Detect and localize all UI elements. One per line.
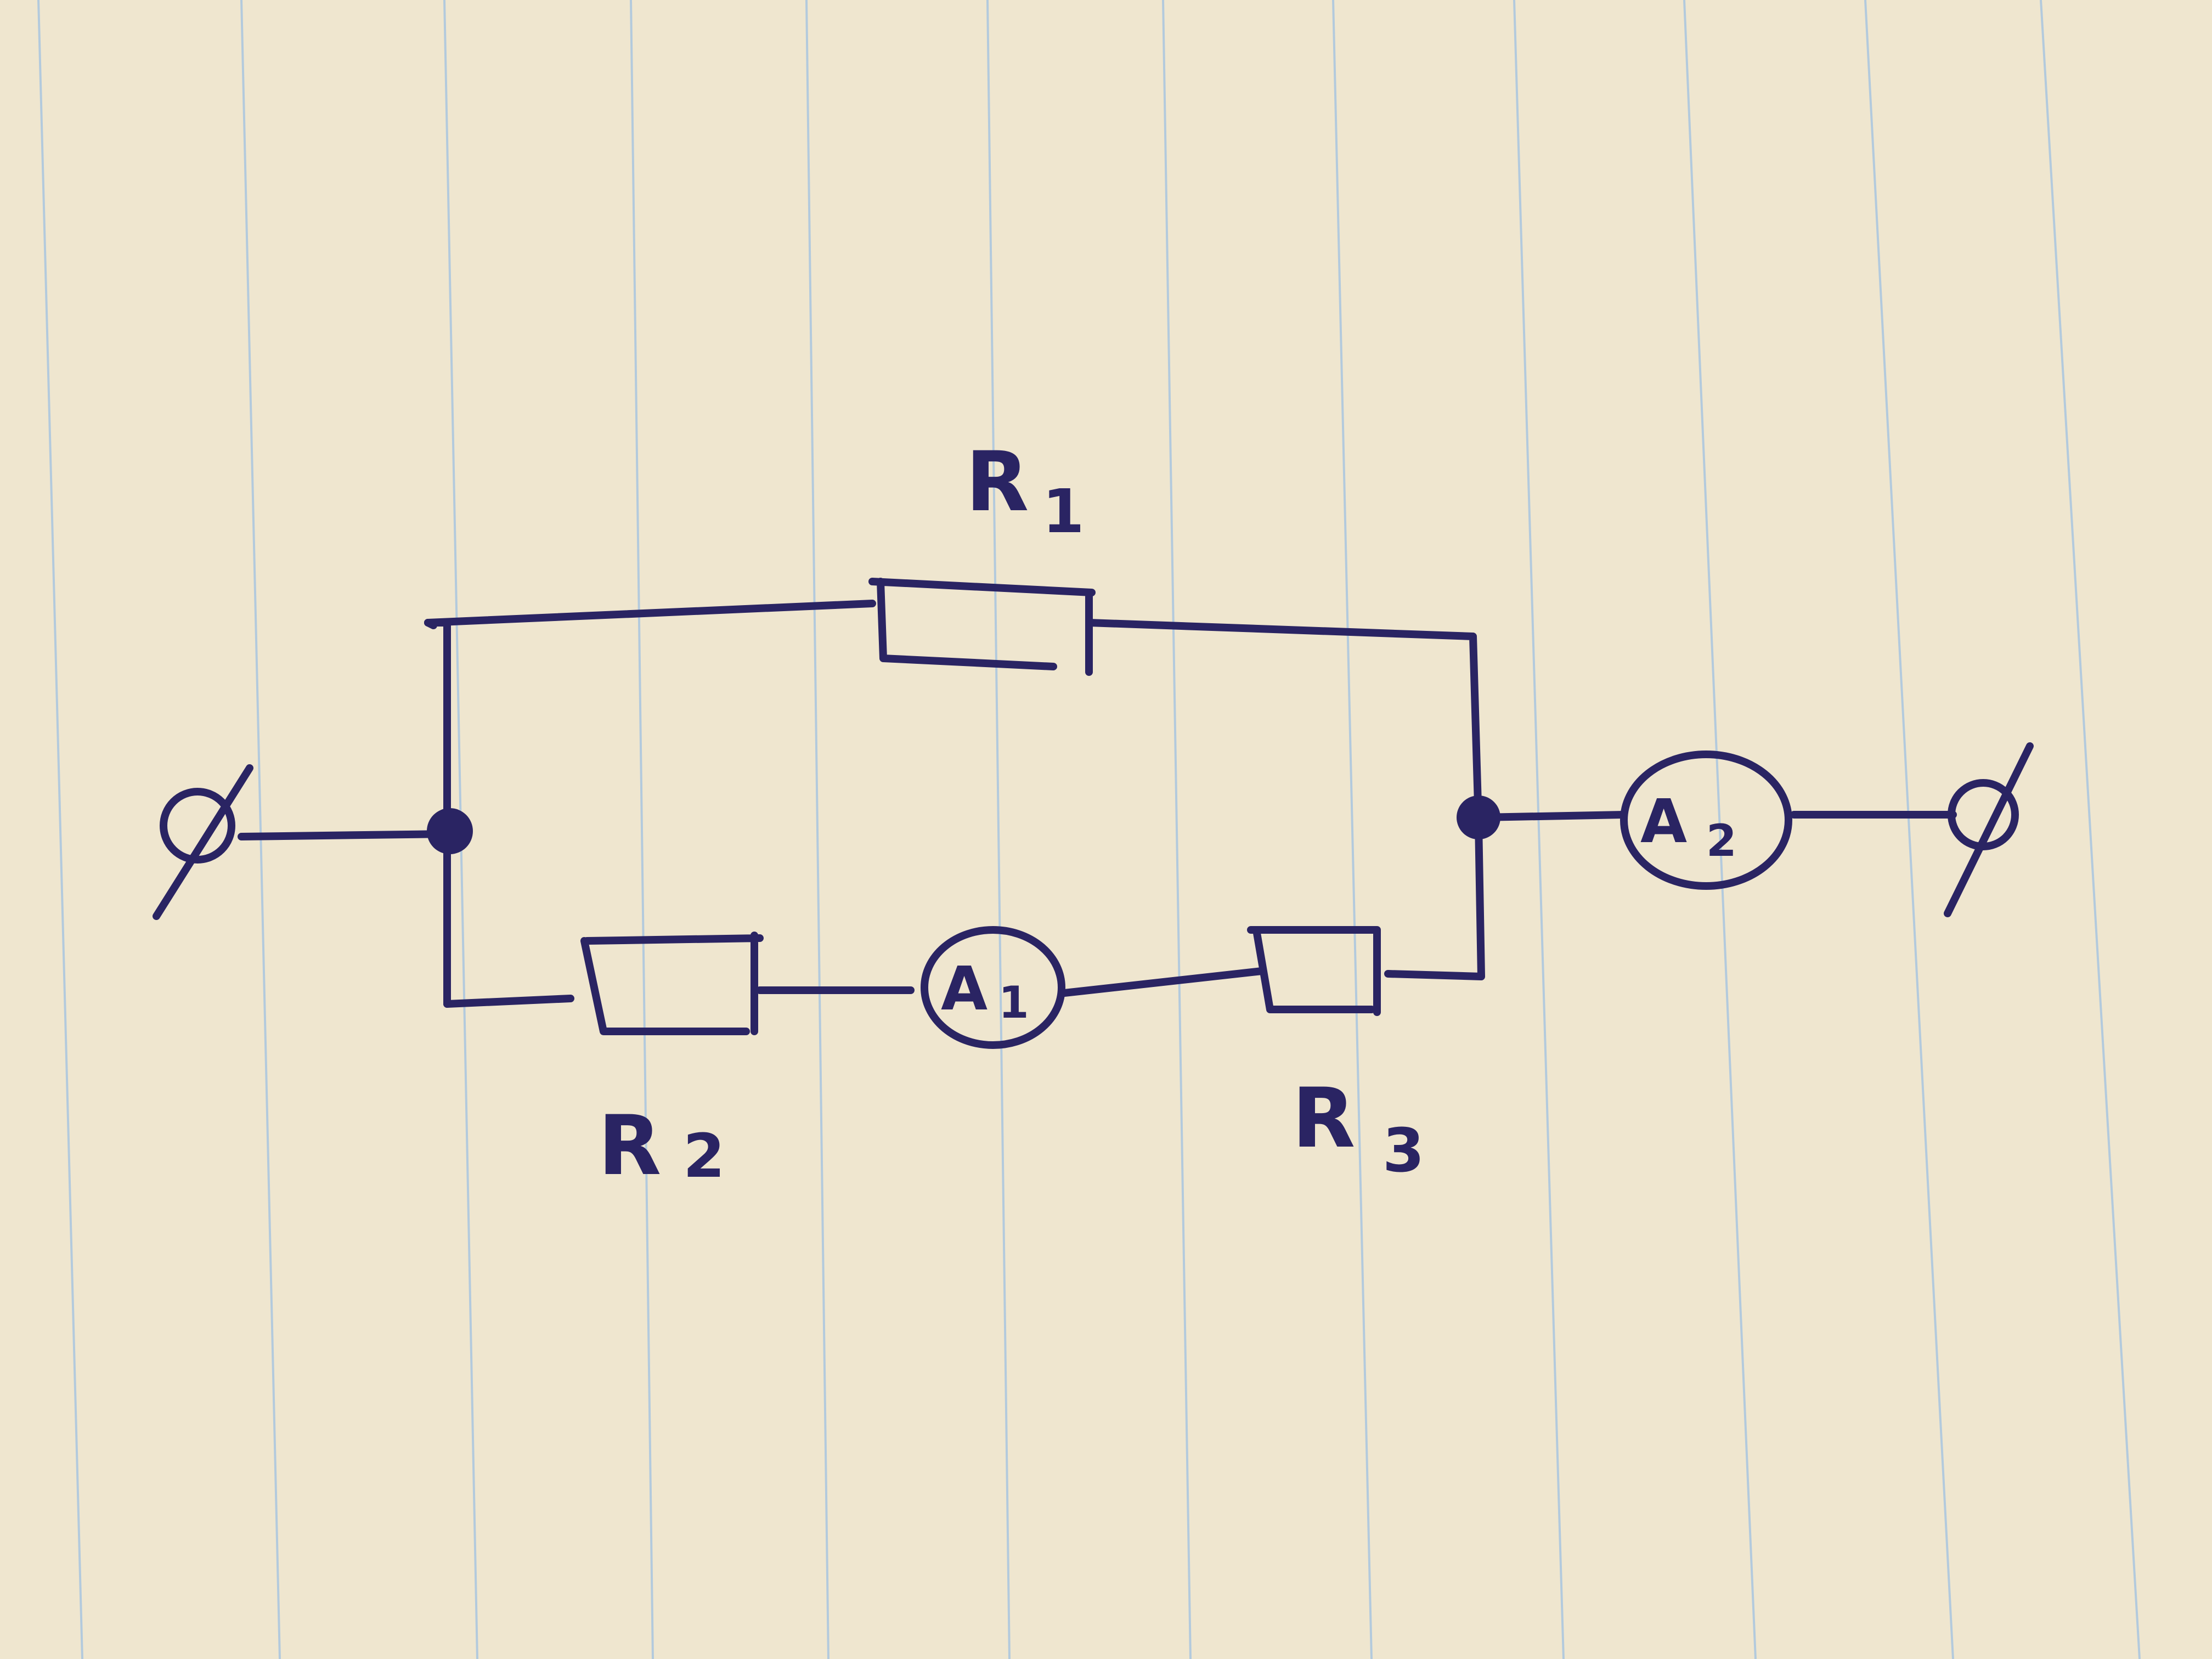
a1-label-letter: A [941, 953, 988, 1024]
r2-label-subscript: 2 [683, 1121, 725, 1191]
ruled-lines [37, 0, 2141, 1659]
r2-label-letter: R [598, 1098, 662, 1194]
resistor-r3: R 3 [1247, 926, 1425, 1186]
resistor-r2: R 2 [580, 932, 764, 1194]
wires [238, 600, 1957, 1008]
r1-label-letter: R [966, 435, 1029, 530]
r1-label-subscript: 1 [1042, 476, 1085, 546]
left-junction-node [427, 808, 473, 854]
r3-label-subscript: 3 [1383, 1115, 1425, 1186]
a2-label-subscript: 2 [1706, 815, 1737, 866]
a1-label-subscript: 1 [998, 977, 1029, 1028]
ammeter-a2: A 2 [1620, 751, 1792, 890]
left-terminal [153, 764, 253, 920]
right-junction-node [1457, 795, 1500, 839]
r3-label-letter: R [1292, 1071, 1356, 1166]
ammeter-a1: A 1 [921, 926, 1065, 1049]
resistor-r1: R 1 [868, 435, 1096, 676]
right-terminal [1944, 742, 2034, 917]
a2-label-letter: A [1640, 786, 1687, 856]
